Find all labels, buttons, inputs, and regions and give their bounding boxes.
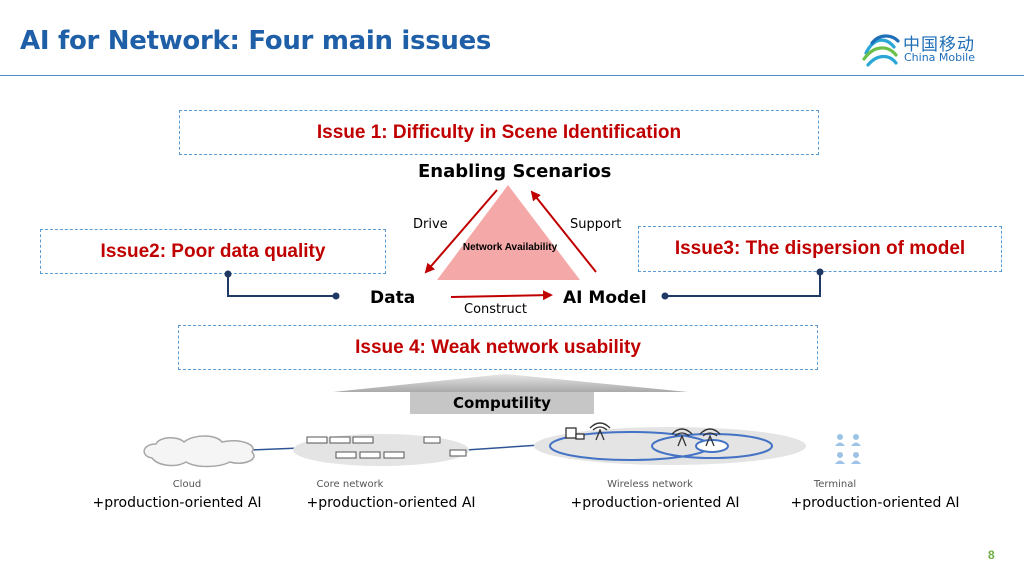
logo-english-name: China Mobile [904,51,976,64]
terminal-user-icons [835,434,861,464]
drive-arrow [424,189,498,274]
support-label: Support [570,217,622,232]
layer-tag-wireless-network: +production-oriented AI [570,495,740,511]
issue-1-box: Issue 1: Difficulty in Scene Identificat… [179,110,819,155]
layer-caption-wireless-network: Wireless network [607,479,693,490]
drive-label: Drive [413,217,448,232]
title-divider [0,75,1024,76]
computility-label: Computility [410,392,594,414]
page-number: 8 [988,548,995,562]
layer-tag-core-network: +production-oriented AI [306,495,476,511]
network-availability-label: Network Availability [462,242,558,253]
china-mobile-logo-icon [862,34,900,67]
construct-arrow [450,290,553,301]
network-availability-triangle [437,185,580,280]
issue-2-box: Issue2: Poor data quality [40,229,386,274]
logo-chinese-name: 中国移动 [903,35,975,55]
server-icons [306,436,467,459]
construct-label: Construct [464,302,527,317]
page-title: AI for Network: Four main issues [20,26,492,56]
issue-4-box: Issue 4: Weak network usability [178,325,818,370]
ai-model-node-label: AI Model [563,288,647,308]
support-arrow [530,190,597,273]
layer-caption-core-network: Core network [316,479,384,490]
layer-caption-cloud: Cloud [172,479,202,490]
data-node-label: Data [370,288,416,308]
layer-caption-terminal: Terminal [813,479,857,490]
cloud-icon [143,435,255,468]
layer-tag-terminal: +production-oriented AI [790,495,960,511]
issue-3-connector [665,272,821,297]
enabling-scenarios-label: Enabling Scenarios [418,161,612,182]
issue-2-connector [227,274,336,297]
layer-tag-cloud: +production-oriented AI [92,495,262,511]
base-station-icons [565,422,721,447]
